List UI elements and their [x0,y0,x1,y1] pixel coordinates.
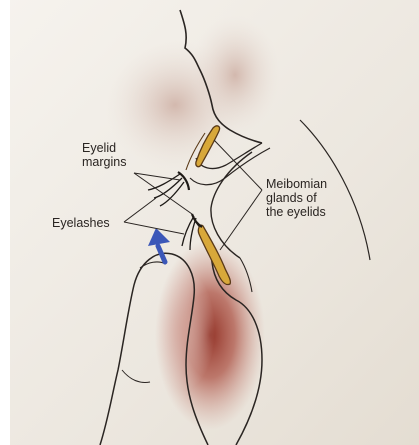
label-meibomian-line3: the eyelids [266,205,326,219]
finger-shading [155,270,215,390]
label-eyelid-margins-line1: Eyelid [82,141,116,155]
label-eyelid-margins-line2: margins [82,155,126,169]
label-meibomian-line2: glands of [266,191,317,205]
brow-shading [190,15,280,135]
label-eyelashes: Eyelashes [52,216,110,230]
page-margin [0,0,10,445]
label-meibomian-line1: Meibomian [266,177,327,191]
